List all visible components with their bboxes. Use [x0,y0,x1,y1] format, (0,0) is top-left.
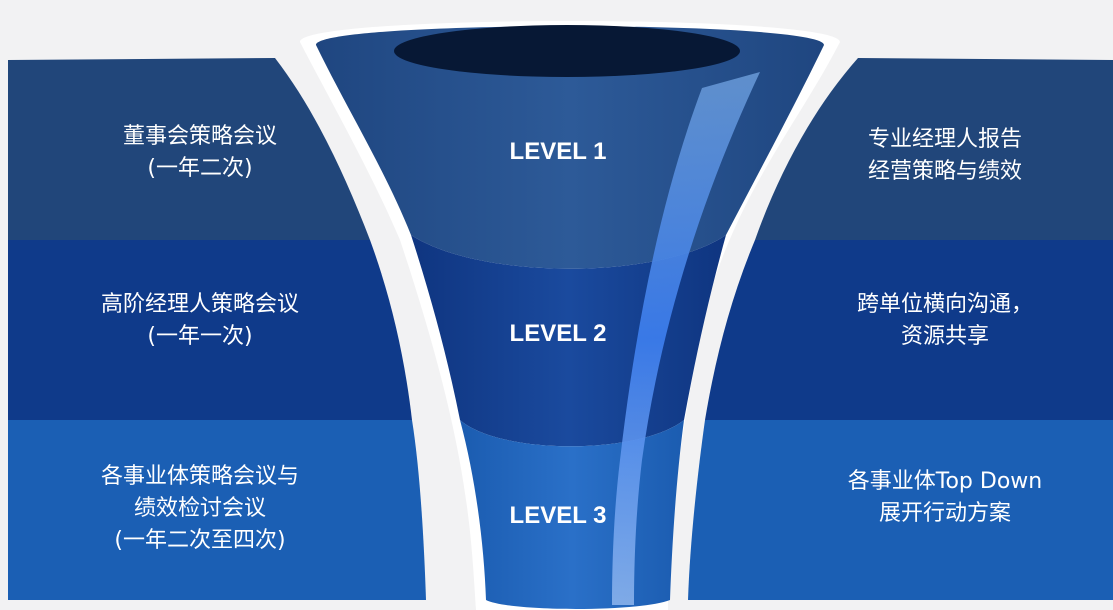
level-3-right-text: 各事业体Top Down 展开行动方案 [810,466,1080,530]
band-right-level3 [688,420,1113,600]
level-1-left-line-2: (一年二次) [147,156,253,181]
funnel-opening [394,25,740,77]
level-3-right-line-1: 各事业体Top Down [847,469,1043,494]
funnel-highlight-stream [612,72,760,605]
band-left-level1 [8,58,370,240]
band-right-level1 [755,58,1113,240]
level-3-left-line-1: 各事业体策略会议与 [100,464,299,489]
level-2-label: LEVEL 2 [509,320,607,347]
band-left-level2 [8,240,412,420]
level-2-right-line-1: 跨单位横向沟通， [856,292,1033,317]
level-3-left-text: 各事业体策略会议与 绩效检讨会议 (一年二次至四次) [60,461,340,557]
level-2-left-line-1: 高阶经理人策略会议 [100,292,299,317]
band-right-level2 [705,240,1113,420]
level-1-left-line-1: 董事会策略会议 [122,124,277,149]
level-3-left-line-3: (一年二次至四次) [114,528,286,553]
level-2-right-text: 跨单位横向沟通， 资源共享 [810,289,1080,353]
level-1-right-line-1: 专业经理人报告 [867,127,1022,152]
level-3-left-line-2: 绩效检讨会议 [133,496,266,521]
band-left-level3 [8,420,426,600]
level-1-right-text: 专业经理人报告 经营策略与绩效 [810,124,1080,188]
level-2-left-text: 高阶经理人策略会议 (一年一次) [60,289,340,353]
level-3-right-line-2: 展开行动方案 [878,501,1011,526]
level-2-right-line-2: 资源共享 [900,324,989,349]
level-1-right-line-2: 经营策略与绩效 [867,159,1022,184]
level-3-label: LEVEL 3 [509,502,607,529]
level-1-label: LEVEL 1 [509,138,607,165]
level-1-left-text: 董事会策略会议 (一年二次) [60,121,340,185]
level-2-left-line-2: (一年一次) [147,324,253,349]
